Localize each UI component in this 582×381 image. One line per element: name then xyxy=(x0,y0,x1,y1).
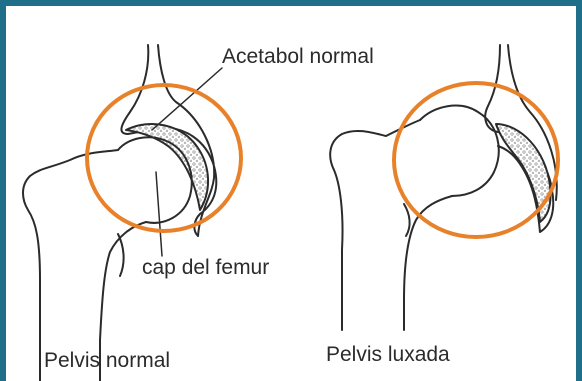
femoral-head-label: cap del femur xyxy=(142,257,269,278)
normal-femoral-head xyxy=(118,137,192,223)
femoral-head-pointer xyxy=(156,172,162,256)
normal-pelvis-caption: Pelvis normal xyxy=(44,350,170,371)
normal-hip-highlight-circle xyxy=(87,85,241,231)
dislocated-femoral-head xyxy=(420,106,499,196)
normal-femur xyxy=(23,150,118,381)
dislocated-femur xyxy=(330,120,420,330)
dislocated-pelvis-caption: Pelvis luxada xyxy=(326,344,450,365)
normal-acetabulum xyxy=(126,124,208,210)
acetabol-label: Acetabol normal xyxy=(222,46,374,67)
